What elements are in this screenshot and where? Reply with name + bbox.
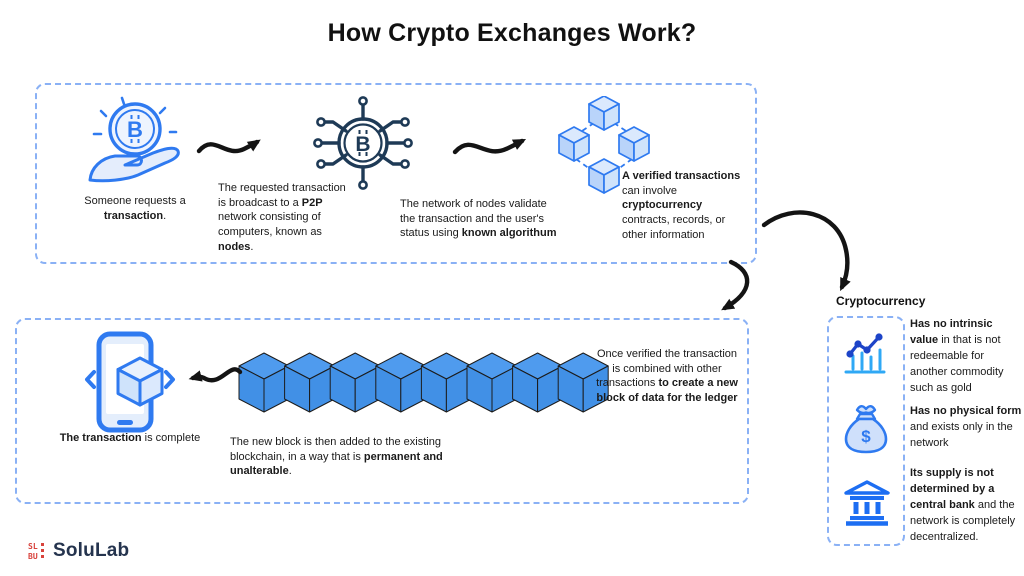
- page-title: How Crypto Exchanges Work?: [327, 19, 697, 47]
- arrow-box1-to-box2: [721, 259, 750, 311]
- svg-text:BU: BU: [28, 552, 38, 561]
- solulab-logo-mark: SL BU: [28, 542, 44, 561]
- step7-caption: Once verified the transaction is combine…: [596, 348, 738, 404]
- flow-box-top: [35, 83, 757, 264]
- step5-caption: The transaction is complete: [59, 432, 201, 444]
- bank-icon: [843, 478, 891, 526]
- linked-cubes-icon: [556, 96, 652, 198]
- step6-caption: The new block is then added to the exist…: [230, 436, 443, 478]
- sidebar-item-intrinsic-value: Has no intrinsic value in that is not re…: [910, 318, 1004, 394]
- step4-caption: A verified transactions can involve cryp…: [622, 170, 741, 241]
- step2-caption: The requested transaction is broadcast t…: [218, 182, 346, 253]
- hand-holding-bitcoin-icon: B: [85, 92, 185, 194]
- svg-text:$: $: [861, 427, 871, 446]
- flow-box-bottom: [15, 318, 749, 504]
- sidebar-icon-box: [827, 316, 905, 546]
- bitcoin-network-nodes-icon: B: [310, 91, 416, 197]
- step1-caption: Someone requests a transaction.: [84, 195, 186, 222]
- svg-text:B: B: [355, 133, 370, 156]
- solulab-logo-text: SoluLab: [53, 540, 130, 561]
- phone-with-block-icon: [78, 328, 182, 436]
- svg-text:SL: SL: [28, 542, 38, 551]
- solulab-logo: SL BU SoluLab: [28, 540, 129, 562]
- chart-growth-icon: [841, 329, 889, 377]
- step3-caption: The network of nodes validate the transa…: [400, 198, 557, 240]
- cryptocurrency-heading: Cryptocurrency: [836, 294, 926, 308]
- sidebar-item-physical-form: Has no physical form and exists only in …: [910, 405, 1022, 449]
- money-bag-icon: $: [840, 401, 892, 455]
- blockchain-cubes: [238, 352, 610, 414]
- arrow-box1-to-sidebar: [761, 210, 851, 292]
- sidebar-item-supply: Its supply is not determined by a centra…: [910, 467, 1016, 543]
- svg-text:B: B: [127, 117, 143, 142]
